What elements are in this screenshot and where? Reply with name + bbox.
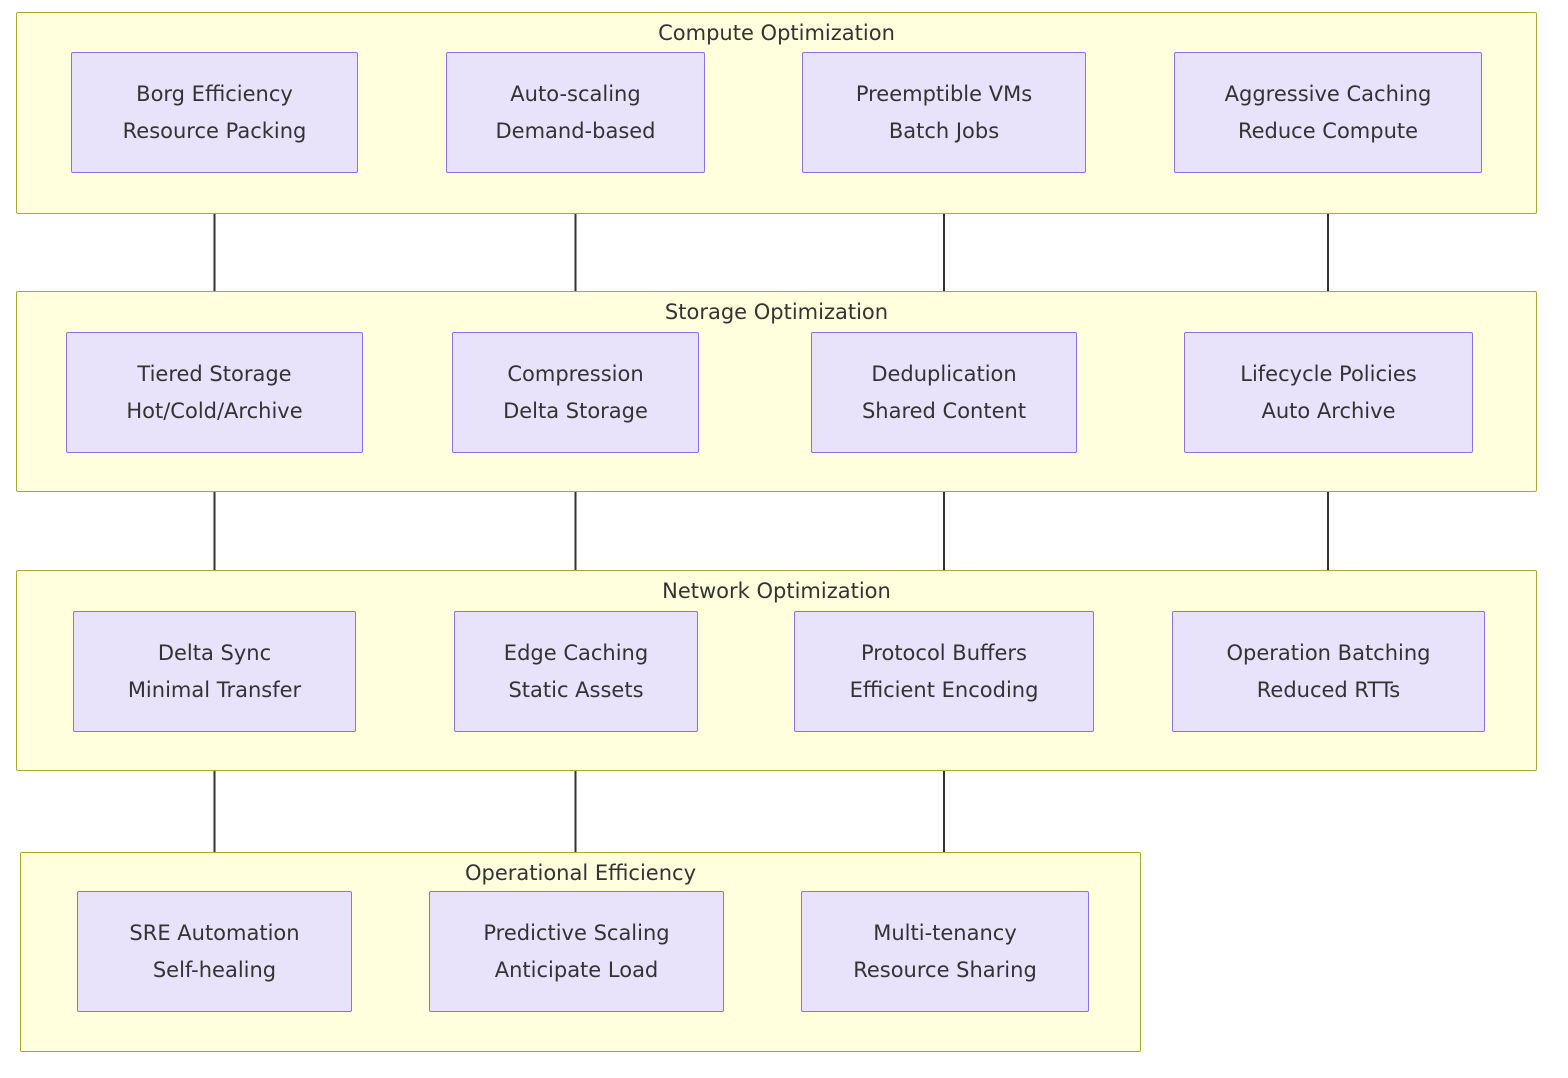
node-line2: Self-healing: [152, 957, 277, 982]
node-aggressive-caching[interactable]: Aggressive Caching Reduce Compute: [1174, 52, 1482, 173]
node-line2: Static Assets: [508, 677, 644, 702]
cluster-title-network: Network Optimization: [662, 579, 891, 603]
node-line1: Deduplication: [871, 361, 1017, 386]
node-line1: Tiered Storage: [137, 361, 292, 386]
node-line2: Efficient Encoding: [849, 677, 1039, 702]
node-line2: Demand-based: [495, 118, 656, 143]
node-line1: Aggressive Caching: [1224, 81, 1432, 106]
node-line2: Reduced RTTs: [1256, 677, 1401, 702]
cluster-title-compute: Compute Optimization: [658, 21, 895, 45]
node-line2: Minimal Transfer: [127, 677, 302, 702]
node-line1: Operation Batching: [1226, 640, 1431, 665]
node-tiered-storage[interactable]: Tiered Storage Hot/Cold/Archive: [66, 332, 363, 453]
node-line1: Preemptible VMs: [855, 81, 1033, 106]
cluster-title-operational: Operational Efficiency: [464, 861, 697, 885]
node-line1: Borg Efficiency: [136, 81, 293, 106]
node-line2: Resource Packing: [122, 118, 307, 143]
node-line1: Protocol Buffers: [861, 640, 1027, 665]
node-predictive-scaling[interactable]: Predictive Scaling Anticipate Load: [429, 891, 724, 1012]
node-line1: Lifecycle Policies: [1240, 361, 1417, 386]
node-borg-efficiency[interactable]: Borg Efficiency Resource Packing: [71, 52, 358, 173]
node-deduplication[interactable]: Deduplication Shared Content: [811, 332, 1077, 453]
node-protocol-buffers[interactable]: Protocol Buffers Efficient Encoding: [794, 611, 1094, 732]
node-line2: Auto Archive: [1261, 398, 1396, 423]
node-line1: Edge Caching: [503, 640, 649, 665]
node-line2: Delta Storage: [503, 398, 648, 423]
node-line2: Shared Content: [861, 398, 1027, 423]
node-line1: Predictive Scaling: [483, 920, 670, 945]
node-line1: Compression: [507, 361, 644, 386]
node-compression[interactable]: Compression Delta Storage: [452, 332, 699, 453]
node-line1: Delta Sync: [157, 640, 272, 665]
node-line1: SRE Automation: [129, 920, 300, 945]
node-preemptible-vms[interactable]: Preemptible VMs Batch Jobs: [802, 52, 1086, 173]
node-line2: Reduce Compute: [1237, 118, 1419, 143]
node-line2: Resource Sharing: [853, 957, 1037, 982]
node-lifecycle-policies[interactable]: Lifecycle Policies Auto Archive: [1184, 332, 1473, 453]
node-line1: Multi-tenancy: [873, 920, 1017, 945]
node-line2: Batch Jobs: [888, 118, 1000, 143]
node-edge-caching[interactable]: Edge Caching Static Assets: [454, 611, 698, 732]
node-auto-scaling[interactable]: Auto-scaling Demand-based: [446, 52, 705, 173]
node-line1: Auto-scaling: [510, 81, 641, 106]
node-delta-sync[interactable]: Delta Sync Minimal Transfer: [73, 611, 356, 732]
node-operation-batching[interactable]: Operation Batching Reduced RTTs: [1172, 611, 1485, 732]
cluster-title-storage: Storage Optimization: [664, 300, 889, 324]
node-multi-tenancy[interactable]: Multi-tenancy Resource Sharing: [801, 891, 1089, 1012]
node-line2: Anticipate Load: [494, 957, 659, 982]
node-sre-automation[interactable]: SRE Automation Self-healing: [77, 891, 352, 1012]
node-line2: Hot/Cold/Archive: [126, 398, 303, 423]
